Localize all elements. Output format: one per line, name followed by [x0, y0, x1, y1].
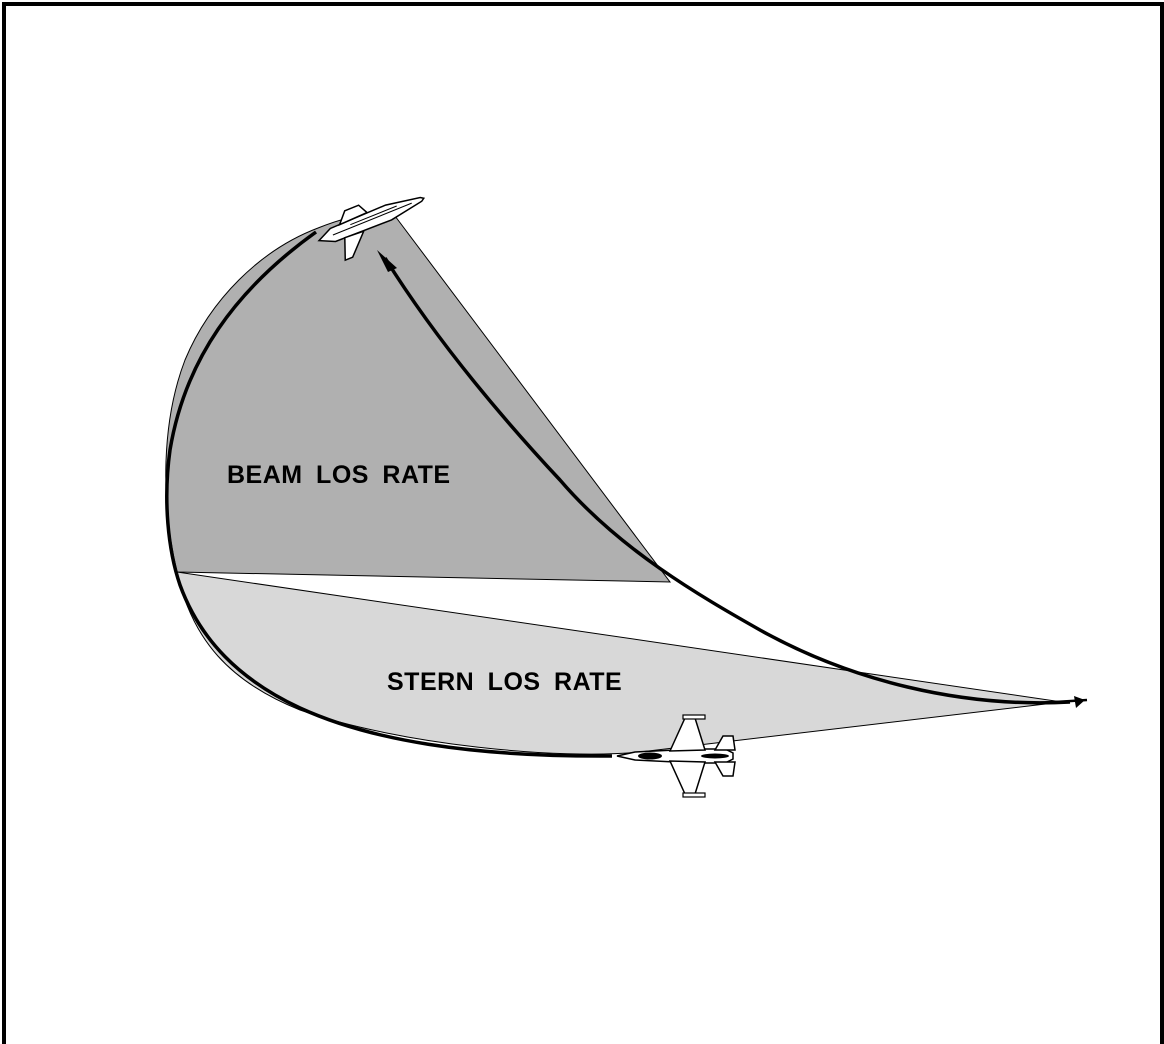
turn-arc — [165, 230, 613, 758]
stern-los-rate-label: STERN LOS RATE — [387, 668, 622, 696]
fighter-jet-icon — [317, 196, 426, 262]
fighter-jet-icon — [616, 714, 736, 798]
arrow-tail-icon — [1052, 696, 1085, 708]
beam-region — [165, 211, 672, 583]
flight-path — [383, 257, 1071, 705]
beam-los-rate-label: BEAM LOS RATE — [227, 461, 451, 489]
stern-region — [176, 571, 1063, 755]
arrowhead-icon — [377, 250, 397, 272]
